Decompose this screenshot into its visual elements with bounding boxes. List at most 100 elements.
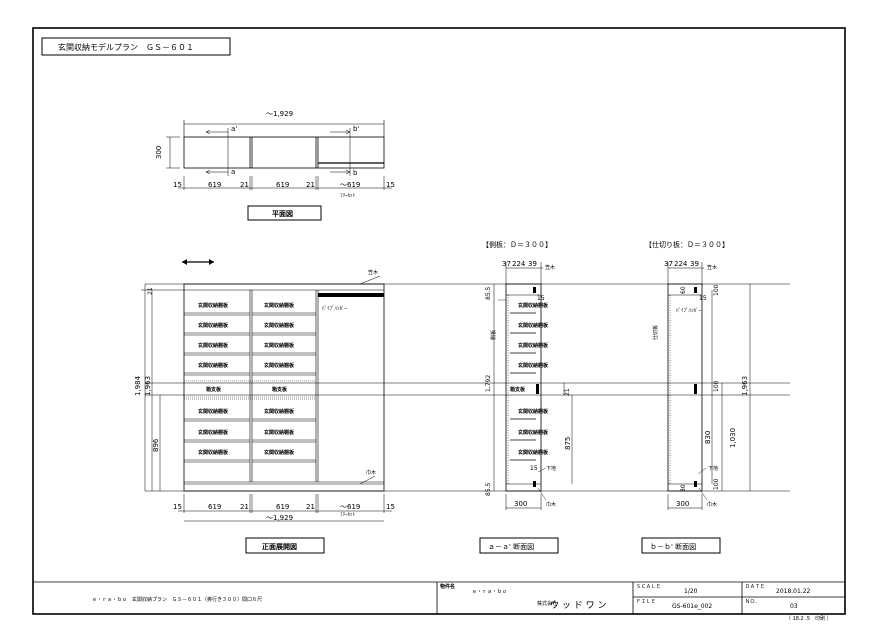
section-aa-top-dim-1: 224	[512, 260, 526, 268]
elev-width-1: 619	[208, 503, 221, 511]
elevation-label: 正面展開図	[262, 542, 297, 551]
date-label: ＤＡＴＥ	[745, 584, 765, 590]
plan-width-2: 21	[240, 181, 249, 189]
section-bb-depth: 300	[676, 500, 689, 508]
section-aa-dim-15-top: 15	[537, 295, 545, 302]
section-aa-dim-85-bottom: 85.5	[485, 482, 492, 496]
elev-kasagi: 笠木	[368, 269, 378, 276]
company-name: ウ ッ ド ワ ン	[550, 600, 606, 611]
section-aa-counter: 箱支板	[509, 386, 526, 393]
plan-width-5: ～619	[340, 181, 360, 189]
section-aa-top-dim-0: 37	[502, 260, 511, 268]
section-bb-dim-30: 30	[680, 484, 687, 492]
section-aa-depth: 300	[514, 500, 527, 508]
section-aa-header: 【側板：Ｄ＝３００】	[482, 240, 552, 249]
section-aa-shitaji: 下地	[546, 465, 556, 472]
section-aa-label: ａ－ａ' 断面図	[488, 542, 534, 551]
file-label: ＦＩＬＥ	[636, 599, 656, 605]
plan-section-b: b	[353, 169, 358, 177]
section-aa-shelf: 玄関収納棚板	[518, 429, 549, 436]
section-aa-shelf: 玄関収納棚板	[518, 408, 549, 415]
title-block-description: ｅ・ｒａ・ｂｏ 玄関収納プラン ＧＳ－６０１（奥行き３００）間口６尺	[92, 596, 262, 603]
plan-overall-width: ～1,929	[266, 110, 293, 118]
section-aa-shelf: 玄関収納棚板	[518, 322, 549, 329]
elev-habaki: 巾木	[366, 469, 376, 476]
section-aa-dim-1792: 1,792	[485, 375, 492, 392]
elev-pipe-hanger: ﾊﾟｲﾌﾟﾊﾝｶﾞｰ	[322, 305, 348, 312]
elev-overall-width: ～1,929	[266, 514, 293, 522]
section-bb-dim-100-mid: 100	[713, 380, 720, 392]
section-bb-top-dim-0: 37	[664, 260, 673, 268]
section-aa: 【側板：Ｄ＝３００】 37 224 39 笠木 15 側板 玄関収納棚板 玄関収…	[479, 240, 573, 554]
section-aa-habaki: 巾木	[546, 501, 556, 508]
section-bb-dim-830: 830	[704, 431, 712, 444]
section-aa-dim-875: 875	[564, 437, 572, 450]
elev-total-height: 1,984	[134, 375, 142, 396]
section-bb-top-dim-1: 224	[674, 260, 688, 268]
section-aa-shelf: 玄関収納棚板	[518, 362, 549, 369]
elev-width-6: 15	[386, 503, 395, 511]
elev-shelf-label: 玄関収納棚板	[198, 429, 229, 436]
elev-top-thickness: 21	[147, 287, 154, 295]
elev-width-2: 21	[240, 503, 249, 511]
elev-counter-left: 箱支板	[205, 386, 222, 393]
client-label: 物件名	[440, 583, 455, 590]
elev-shelf-label: 玄関収納棚板	[264, 342, 295, 349]
elev-shelf-label: 玄関収納棚板	[264, 429, 295, 436]
section-bb-dim-100-bottom: 100	[713, 478, 720, 490]
company-label: 株式会社	[537, 600, 557, 607]
section-aa-shelf: 玄関収納棚板	[518, 302, 549, 309]
plan-width-4: 21	[306, 181, 315, 189]
elev-inner-height: 1,963	[144, 376, 152, 396]
plan-view-label: 平面図	[272, 209, 293, 218]
elev-shelf-label: 玄関収納棚板	[264, 322, 295, 329]
elev-width-4: 21	[306, 503, 315, 511]
elev-shelf-label: 玄関収納棚板	[264, 408, 295, 415]
elev-shelf-label: 玄関収納棚板	[264, 449, 295, 456]
section-aa-dim-15-bottom: 15	[530, 465, 538, 472]
section-bb: 【仕切り板：Ｄ＝３００】 37 224 39 笠木 60 15 100 仕切板 …	[641, 240, 751, 554]
plan-section-b-prime: b'	[353, 125, 359, 133]
elev-shelf-label: 玄関収納棚板	[198, 342, 229, 349]
plan-section-a: a	[231, 168, 235, 176]
elev-shelf-label: 玄関収納棚板	[264, 362, 295, 369]
section-bb-dim-100-top: 100	[713, 284, 720, 296]
section-bb-dim-15: 15	[699, 295, 707, 302]
section-bb-dim-1963: 1,963	[741, 376, 749, 396]
plan-width-6: 15	[386, 181, 395, 189]
elev-width-3: 619	[276, 503, 289, 511]
plan-depth: 300	[155, 146, 163, 159]
plan-free-cut: ﾌﾘｰｶｯﾄ	[340, 193, 356, 199]
plan-width-1: 619	[208, 181, 221, 189]
elev-shelf-label: 玄関収納棚板	[198, 449, 229, 456]
section-aa-shelf: 玄関収納棚板	[518, 342, 549, 349]
section-aa-dim-85-top: 85.5	[485, 286, 492, 300]
section-bb-shitaji: 下地	[708, 465, 718, 472]
scale-label: ＳＣＡＬＥ	[636, 584, 661, 590]
section-bb-label: ｂ－ｂ' 断面図	[650, 542, 696, 551]
section-aa-shelf: 玄関収納棚板	[518, 449, 549, 456]
elev-shelf-label: 玄関収納棚板	[264, 302, 295, 309]
section-bb-dim-60: 60	[680, 286, 687, 294]
plan-width-0: 15	[173, 181, 182, 189]
sheet-title: 玄関収納モデルプラン ＧＳ－６０１	[58, 42, 194, 52]
section-bb-dim-1030: 1,030	[729, 428, 737, 448]
section-bb-partition: 仕切板	[652, 325, 659, 340]
title-box	[41, 37, 231, 56]
plan-section-a-prime: a'	[231, 125, 237, 133]
title-block: ｅ・ｒａ・ｂｏ 玄関収納プラン ＧＳ－６０１（奥行き３００）間口６尺 物件名 ｅ…	[33, 581, 845, 622]
elev-shelf-label: 玄関収納棚板	[198, 322, 229, 329]
section-bb-pipe-hanger: ﾊﾟｲﾌﾟﾊﾝｶﾞｰ	[676, 307, 702, 314]
double-arrow-icon	[182, 259, 187, 265]
sheet-border	[32, 27, 846, 615]
plan-width-3: 619	[276, 181, 289, 189]
section-bb-top-dim-2: 39	[690, 260, 699, 268]
section-aa-top-dim-2: 39	[528, 260, 537, 268]
file-value: GS-601e_002	[672, 603, 712, 610]
section-aa-kasagi: 笠木	[545, 264, 555, 271]
elev-lower-height: 896	[152, 438, 160, 452]
elev-shelf-label: 玄関収納棚板	[198, 408, 229, 415]
section-aa-side-panel: 側板	[490, 330, 497, 340]
section-bb-kasagi: 笠木	[707, 264, 717, 271]
